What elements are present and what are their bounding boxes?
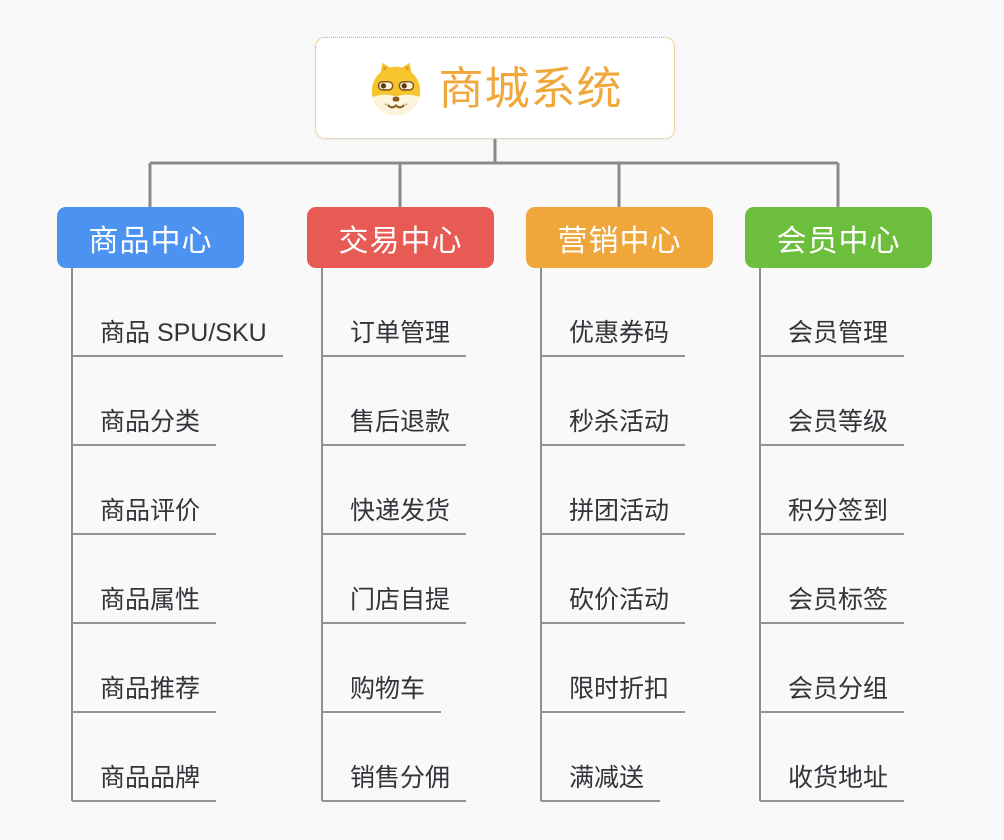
branch-node-trade-center[interactable]: 交易中心 xyxy=(307,207,494,268)
leaf-item[interactable]: 会员等级 xyxy=(760,402,905,446)
leaf-item[interactable]: 收货地址 xyxy=(760,758,905,802)
root-title: 商城系统 xyxy=(438,62,623,114)
branch-node-member-center[interactable]: 会员中心 xyxy=(745,207,932,268)
root-node[interactable]: 商城系统 xyxy=(315,37,675,139)
leaf-item[interactable]: 快递发货 xyxy=(322,491,467,535)
leaf-item[interactable]: 商品推荐 xyxy=(72,669,217,713)
leaf-item[interactable]: 商品 SPU/SKU xyxy=(72,313,283,357)
leaf-item[interactable]: 商品品牌 xyxy=(72,758,217,802)
leaf-item[interactable]: 销售分佣 xyxy=(322,758,467,802)
leaf-item[interactable]: 商品分类 xyxy=(72,402,217,446)
branch-node-product-center[interactable]: 商品中心 xyxy=(57,207,244,268)
leaf-item[interactable]: 限时折扣 xyxy=(541,669,686,713)
leaf-item[interactable]: 商品评价 xyxy=(72,491,217,535)
leaf-item[interactable]: 砍价活动 xyxy=(541,580,686,624)
branch-node-marketing-center[interactable]: 营销中心 xyxy=(526,207,713,268)
leaf-item[interactable]: 门店自提 xyxy=(322,580,467,624)
leaf-item[interactable]: 优惠券码 xyxy=(541,313,686,357)
leaf-item[interactable]: 会员标签 xyxy=(760,580,905,624)
leaf-item[interactable]: 售后退款 xyxy=(322,402,467,446)
leaf-item[interactable]: 会员管理 xyxy=(760,313,905,357)
leaf-item[interactable]: 商品属性 xyxy=(72,580,217,624)
leaf-item[interactable]: 拼团活动 xyxy=(541,491,686,535)
leaf-item[interactable]: 订单管理 xyxy=(322,313,467,357)
leaf-item[interactable]: 积分签到 xyxy=(760,491,905,535)
leaf-item[interactable]: 满减送 xyxy=(541,758,661,802)
leaf-item[interactable]: 秒杀活动 xyxy=(541,402,686,446)
leaf-item[interactable]: 购物车 xyxy=(322,669,442,713)
dog-face-icon xyxy=(367,59,425,117)
leaf-item[interactable]: 会员分组 xyxy=(760,669,905,713)
